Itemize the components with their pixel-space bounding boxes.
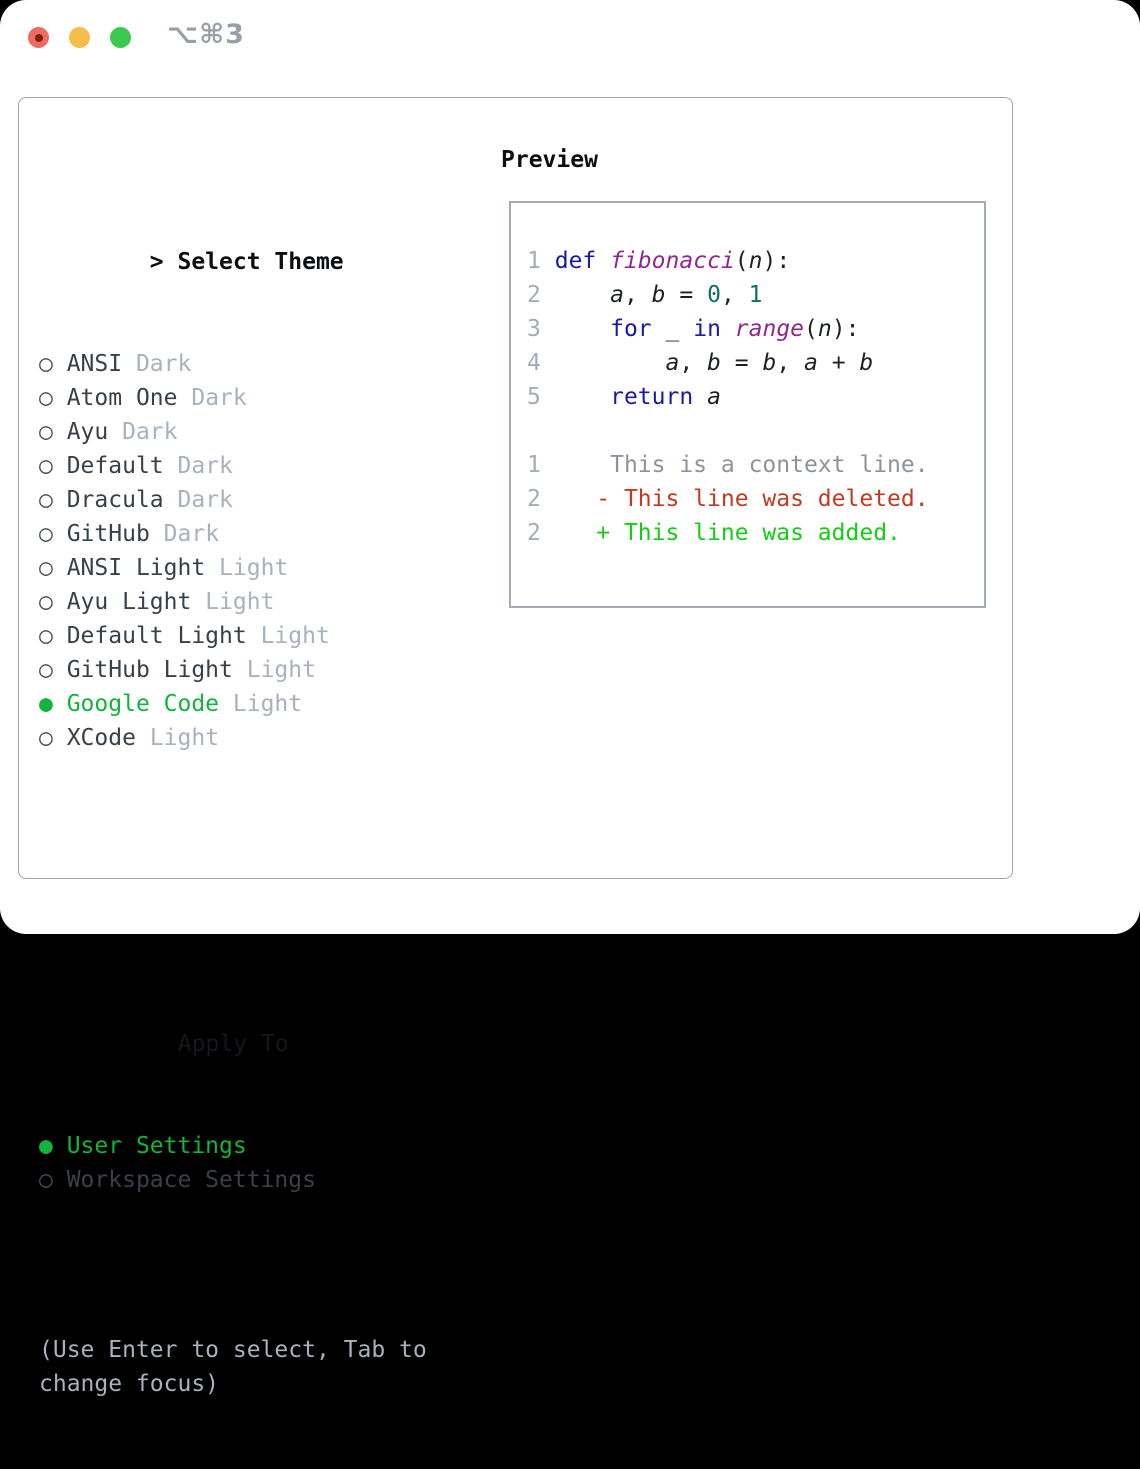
theme-variant: Light <box>260 623 330 649</box>
theme-variant: Dark <box>122 419 178 445</box>
theme-option[interactable]: ○ Ayu Light Light <box>39 585 479 619</box>
theme-variant: Dark <box>191 385 247 411</box>
theme-name: ANSI <box>66 351 123 377</box>
theme-picker-window: ⌥⌘3 > Select Theme ○ ANSI Dark○ Atom One… <box>0 0 1140 1397</box>
theme-list-title: Select Theme <box>177 249 344 275</box>
theme-name: Google Code <box>66 691 220 717</box>
line-number: 2 <box>527 486 541 512</box>
radio-icon: ○ <box>39 385 67 411</box>
line-number: 2 <box>527 282 541 308</box>
radio-icon: ○ <box>39 657 67 683</box>
radio-selected-icon: ● <box>39 1133 67 1159</box>
apply-to-label: Workspace Settings <box>66 1167 316 1193</box>
radio-icon: ○ <box>39 351 67 377</box>
theme-option[interactable]: ○ ANSI Light Light <box>39 551 479 585</box>
window-title: ⌥⌘3 <box>167 19 245 50</box>
theme-option[interactable]: ● Google Code Light <box>39 687 479 721</box>
theme-name: XCode <box>66 725 136 751</box>
theme-name: Default Light <box>66 623 247 649</box>
radio-selected-icon: ● <box>39 691 67 717</box>
theme-list: ○ ANSI Dark○ Atom One Dark○ Ayu Dark○ De… <box>39 347 479 755</box>
unsaved-indicator-dot <box>35 34 43 42</box>
theme-picker-panel: > Select Theme ○ ANSI Dark○ Atom One Dar… <box>18 97 1013 1397</box>
radio-icon: ○ <box>39 623 67 649</box>
radio-icon: ○ <box>39 487 67 513</box>
theme-name: Dracula <box>66 487 164 513</box>
left-column: > Select Theme ○ ANSI Dark○ Atom One Dar… <box>39 143 479 1469</box>
theme-list-header: > Select Theme <box>39 211 479 275</box>
preview-column: Preview 1 def fibonacci(n): 2 a, b = 0, 1… <box>501 143 986 608</box>
line-number: 5 <box>527 384 541 410</box>
theme-option[interactable]: ○ Atom One Dark <box>39 381 479 415</box>
theme-variant: Dark <box>163 521 220 547</box>
apply-to-option[interactable]: ○ Workspace Settings <box>39 1163 479 1197</box>
close-button[interactable] <box>28 27 49 48</box>
code-line: 2 + This line was added. <box>527 520 901 546</box>
line-number: 3 <box>527 316 541 342</box>
code-line: 4 a, b = b, a + b <box>527 350 874 376</box>
theme-variant: Light <box>149 725 220 751</box>
code-line <box>527 414 984 448</box>
theme-name: Ayu <box>66 419 109 445</box>
theme-name: Default <box>66 453 164 479</box>
radio-icon: ○ <box>39 419 67 445</box>
code-line: 1 def fibonacci(n): <box>527 248 791 274</box>
theme-variant: Light <box>219 555 289 581</box>
radio-icon: ○ <box>39 1167 67 1193</box>
theme-option[interactable]: ○ Dracula Dark <box>39 483 479 517</box>
theme-name: GitHub Light <box>66 657 233 683</box>
preview-title: Preview <box>501 147 598 173</box>
minimize-button[interactable] <box>69 27 90 48</box>
line-number: 1 <box>527 248 541 274</box>
theme-variant: Light <box>232 691 303 717</box>
theme-name: ANSI Light <box>66 555 206 581</box>
radio-icon: ○ <box>39 555 67 581</box>
theme-option[interactable]: ○ GitHub Dark <box>39 517 479 551</box>
theme-variant: Light <box>246 657 316 683</box>
line-number: 2 <box>527 520 541 546</box>
code-line: 2 - This line was deleted. <box>527 486 929 512</box>
theme-name: Ayu Light <box>66 589 192 615</box>
hint-text: (Use Enter to select, Tab to change focu… <box>39 1337 427 1397</box>
theme-variant: Light <box>205 589 275 615</box>
apply-to-option[interactable]: ● User Settings <box>39 1129 479 1163</box>
theme-option[interactable]: ○ Default Light Light <box>39 619 479 653</box>
zoom-button[interactable] <box>110 27 131 48</box>
line-number: 4 <box>527 350 541 376</box>
radio-icon: ○ <box>39 453 67 479</box>
traffic-lights <box>28 27 131 48</box>
code-line: 3 for _ in range(n): <box>527 316 860 342</box>
code-line: 5 return a <box>527 384 721 410</box>
line-number: 1 <box>527 452 541 478</box>
apply-to-label: User Settings <box>66 1133 247 1159</box>
theme-option[interactable]: ○ GitHub Light Light <box>39 653 479 687</box>
code-line: 1 This is a context line. <box>527 452 929 478</box>
theme-option[interactable]: ○ XCode Light <box>39 721 479 755</box>
radio-icon: ○ <box>39 589 67 615</box>
radio-icon: ○ <box>39 725 67 751</box>
spacer <box>39 857 479 891</box>
radio-icon: ○ <box>39 521 67 547</box>
apply-to-options: ● User Settings○ Workspace Settings <box>39 1129 479 1197</box>
theme-variant: Dark <box>135 351 192 377</box>
theme-name: Atom One <box>66 385 178 411</box>
theme-option[interactable]: ○ Ayu Dark <box>39 415 479 449</box>
theme-variant: Dark <box>177 453 233 479</box>
code-line: 2 a, b = 0, 1 <box>527 282 763 308</box>
apply-to-title: Apply To <box>177 1031 289 1057</box>
theme-variant: Dark <box>177 487 233 513</box>
focus-prompt-icon: > <box>149 249 178 275</box>
theme-name: GitHub <box>66 521 150 547</box>
theme-option[interactable]: ○ Default Dark <box>39 449 479 483</box>
theme-option[interactable]: ○ ANSI Dark <box>39 347 479 381</box>
preview-pane: 1 def fibonacci(n): 2 a, b = 0, 1 3 for _ … <box>509 201 986 608</box>
apply-to-header: Apply To <box>39 993 479 1057</box>
